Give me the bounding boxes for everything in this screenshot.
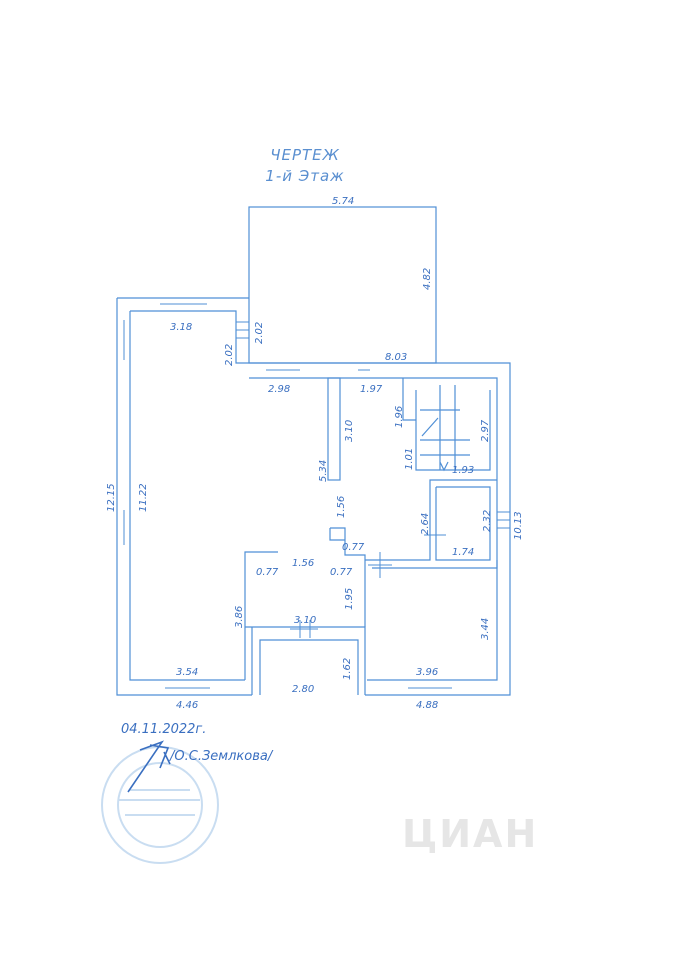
lower-middle-walls: [244, 551, 366, 695]
dim-top-room-width: 5.74: [332, 196, 354, 207]
dim-partition-a: 3.10: [344, 420, 355, 442]
dim-partition-b: 5.34: [318, 460, 329, 482]
window-small: [358, 362, 370, 379]
door-mark-wc: [424, 525, 446, 545]
dim-wc-c: 1.74: [452, 547, 474, 558]
dim-stair-c: 1.01: [404, 448, 415, 470]
dim-right-room-w: 3.96: [416, 667, 438, 678]
window-left-upper: [116, 320, 131, 360]
partition: [327, 377, 341, 481]
drawing-title: ЧЕРТЕЖ: [270, 146, 340, 164]
window-right: [497, 511, 510, 529]
dim-wc-b: 2.32: [482, 510, 493, 532]
wc-walls: [365, 479, 498, 569]
dim-bottom-right-outer: 4.88: [416, 700, 438, 711]
dim-corridor-a: 1.56: [336, 496, 347, 518]
dim-window-a: 2.98: [268, 384, 290, 395]
dim-bottom-mid: 2.80: [292, 684, 314, 695]
dim-right-room-h: 3.44: [480, 618, 491, 640]
window-front: [266, 362, 300, 379]
dim-door-c: 0.77: [330, 567, 353, 578]
dim-wc-a: 2.64: [420, 513, 431, 535]
dim-left-jog-a: 2.02: [254, 322, 265, 344]
dim-door-a: 0.77: [342, 542, 365, 553]
window-bottom-right: [408, 679, 452, 696]
window-bottom-left: [165, 679, 210, 696]
dim-bottom-left-outer: 4.46: [176, 700, 198, 711]
dim-left-inner-height: 11.22: [138, 483, 149, 512]
dim-corridor-b: 1.56: [292, 558, 314, 569]
dim-stair-a: 1.96: [394, 406, 405, 428]
signature-mark: [127, 740, 171, 793]
corridor-walls: [329, 527, 366, 627]
dim-left-lower: 3.86: [234, 606, 245, 628]
dim-bottom-left-inner: 3.54: [176, 667, 198, 678]
dim-stair-d: 1.93: [452, 465, 474, 476]
dim-top-room-height: 4.82: [422, 268, 433, 290]
dim-left-jog-b: 2.02: [224, 344, 235, 366]
door-mark-lower: [290, 620, 318, 638]
top-room: [248, 206, 437, 364]
main-walls: [249, 362, 511, 696]
dim-left-top-width: 3.18: [170, 322, 192, 333]
window-top-left: [160, 297, 207, 312]
drawing-date: 04.11.2022г.: [121, 722, 207, 737]
staircase: [402, 378, 491, 472]
window-jog: [236, 321, 249, 339]
door-mark-hall: [368, 552, 392, 578]
dim-stair-b: 2.97: [480, 419, 491, 442]
watermark-text: ЦИАН: [402, 812, 539, 856]
dim-lower-mid: 3.10: [294, 615, 316, 626]
dim-bottom-mid-h: 1.62: [342, 658, 353, 680]
window-left-lower: [116, 510, 131, 545]
floor-subtitle: 1-й Этаж: [265, 167, 345, 185]
dim-hall-a: 1.95: [344, 588, 355, 610]
dim-window-b: 1.97: [360, 384, 383, 395]
dim-left-outer-height: 12.15: [106, 483, 117, 512]
dim-top-room-bottom: 8.03: [385, 352, 407, 363]
signer-name: /О.С.Землкова/: [170, 749, 273, 764]
dim-door-b: 0.77: [256, 567, 279, 578]
seal-stamp: [101, 746, 219, 864]
dim-right-outer-height: 10.13: [513, 511, 524, 540]
